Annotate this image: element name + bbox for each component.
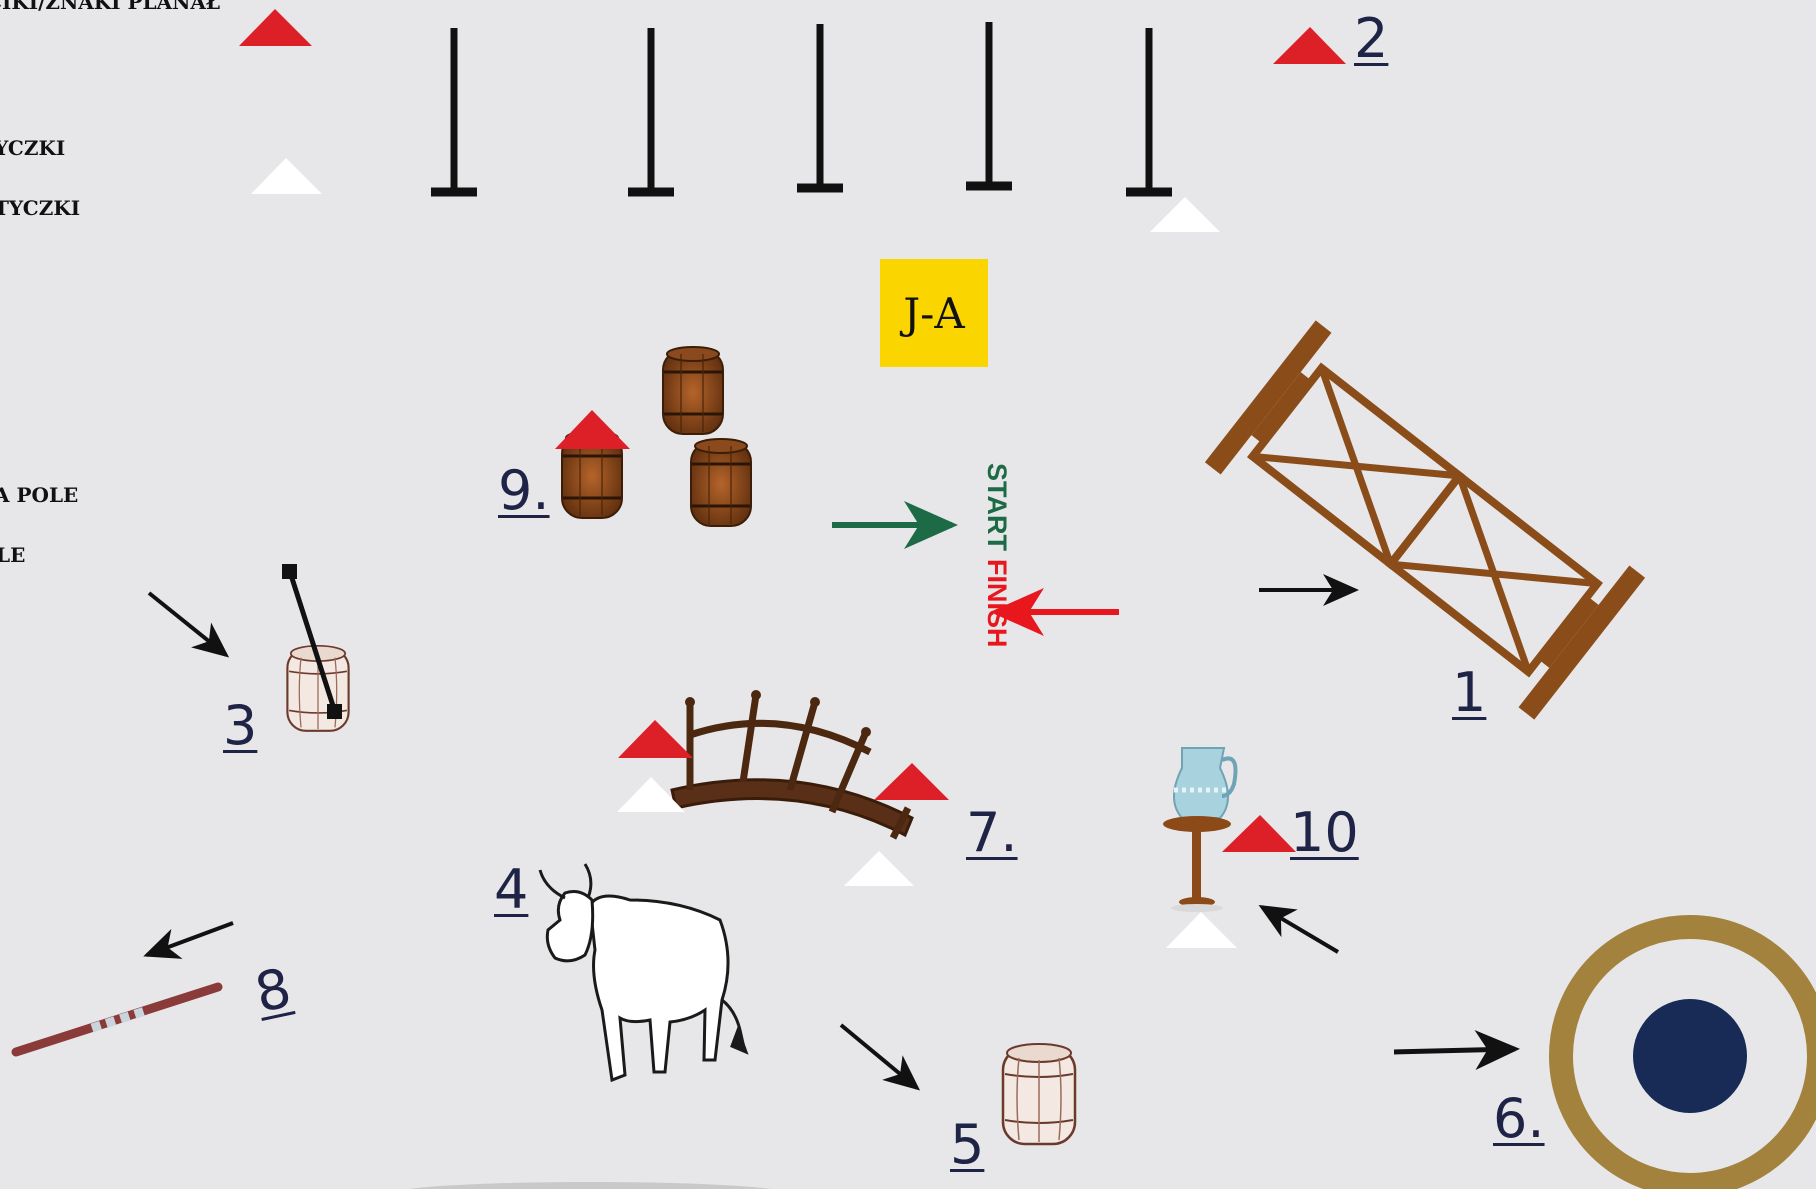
arrow-icon (1394, 1049, 1515, 1052)
obstacle-number-7: 7. (966, 806, 1018, 860)
judge-label: J-A (903, 289, 964, 338)
obstacle-number-5: 5 (950, 1118, 984, 1172)
red-flag-icon (239, 9, 312, 46)
pole-icon (966, 22, 1012, 186)
arrow-icon (841, 1025, 917, 1088)
barrel-icon (1003, 1044, 1075, 1144)
obstacle-number-2: 2 (1354, 12, 1388, 66)
barrel-icon (691, 439, 751, 526)
ground-shadow (390, 1182, 790, 1189)
obstacle-number-1: 1 (1452, 666, 1486, 720)
legend-text: YCZKI (0, 136, 65, 160)
bull-icon (540, 864, 746, 1080)
obstacle-number-4: 4 (494, 863, 528, 917)
obstacle-number-3: 3 (223, 699, 257, 753)
finish-label: FINISH (982, 559, 1009, 648)
obstacle-number-6: 6. (1493, 1092, 1545, 1146)
bridge-icon (672, 690, 912, 838)
jug-icon (1174, 748, 1236, 818)
legend-text: LE (0, 543, 25, 567)
lance-icon (16, 987, 218, 1052)
legend-text: A POLE (0, 483, 78, 507)
start-label: START (982, 463, 1009, 551)
red-flag-icon (1273, 27, 1346, 64)
white-flag-icon (1150, 197, 1220, 232)
pole-icon (628, 28, 674, 192)
arrow-icon (1262, 907, 1338, 952)
judge-position-badge: J-A (880, 259, 988, 367)
red-flag-icon (555, 410, 630, 449)
pole-icon (1126, 28, 1172, 192)
white-flag-icon (251, 158, 322, 194)
gate-icon (1205, 320, 1645, 719)
red-flag-icon (874, 763, 949, 800)
white-flag-icon (1166, 912, 1237, 948)
pole-icon (797, 24, 843, 188)
obstacle-number-10: 10 (1290, 806, 1359, 860)
legend-text: TYCZKI (0, 196, 80, 220)
legend-text: ŁOŚCIKI/ZNAKI PLANAŁ (0, 0, 220, 14)
white-flag-icon (844, 851, 914, 886)
red-flag-icon (618, 720, 693, 758)
ring-target-icon (1561, 927, 1816, 1185)
barrel-icon (663, 347, 723, 434)
arrow-icon (149, 593, 226, 655)
pole-icon (431, 28, 477, 192)
arrow-icon (147, 923, 233, 955)
stand-icon (1163, 816, 1231, 912)
obstacle-number-9: 9. (498, 464, 550, 518)
red-flag-icon (1222, 815, 1296, 852)
